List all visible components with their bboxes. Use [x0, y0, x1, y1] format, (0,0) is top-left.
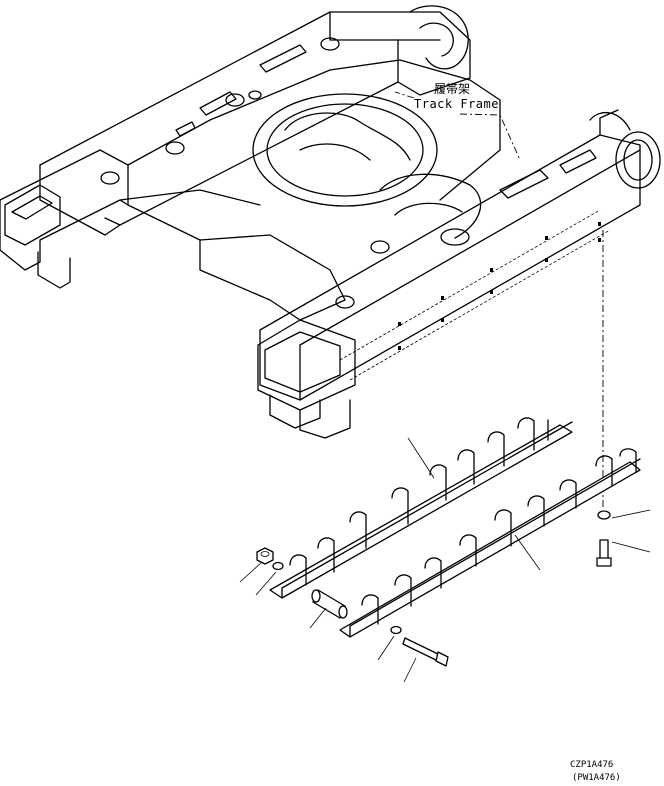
drawing-code-alt: (PW1A476) [572, 773, 621, 783]
leader-lines [239, 437, 651, 683]
short-bolt [596, 539, 612, 567]
washer-bottom [390, 625, 402, 635]
long-bolt [402, 637, 449, 667]
washer-right [597, 510, 611, 520]
track-frame-label-en: Track Frame [414, 97, 499, 111]
nut [256, 547, 274, 565]
track-frame-leader [459, 113, 521, 161]
spacer-tube [311, 589, 348, 619]
track-frame-label-jp: 履帯架 [434, 82, 471, 96]
washer-left [272, 561, 284, 571]
drawing-code: CZP1A476 [570, 760, 614, 770]
track-frame-drawing [0, 5, 661, 439]
lower-guard [339, 448, 641, 638]
upper-guard [269, 417, 573, 599]
